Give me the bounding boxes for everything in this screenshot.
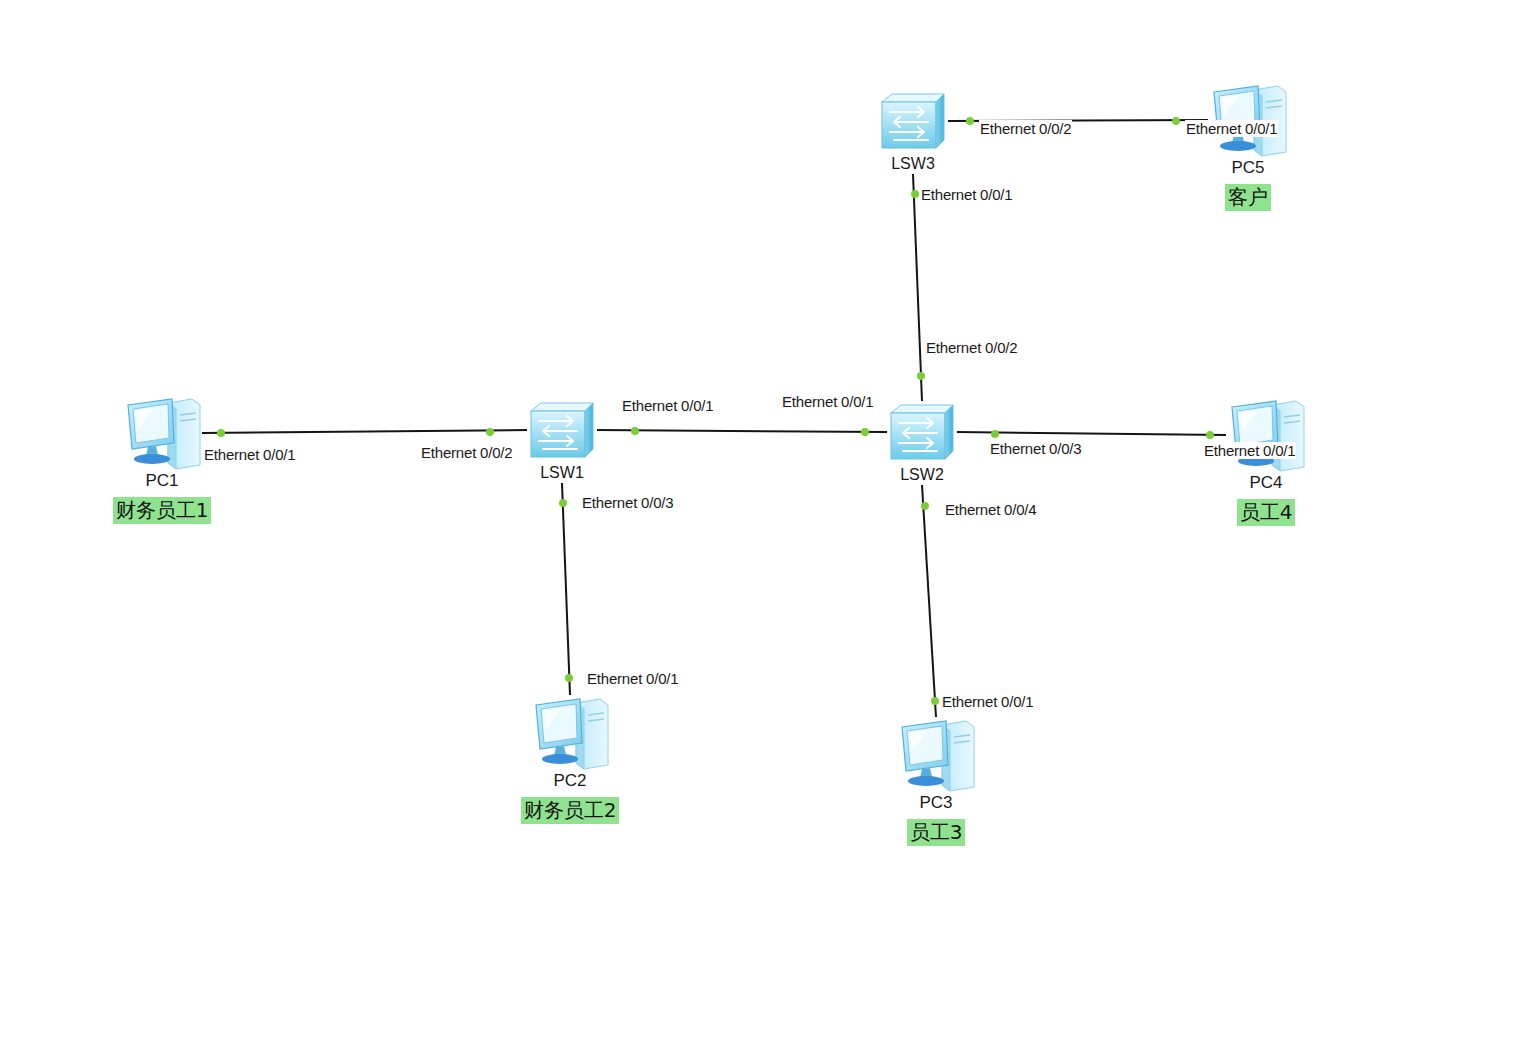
- port-dot: [1206, 431, 1214, 439]
- pc-name: PC3: [896, 793, 976, 813]
- role-tag: 财务员工2: [521, 797, 620, 824]
- pc-name: PC5: [1208, 158, 1288, 178]
- pc-node: PC4员工4: [1226, 397, 1306, 526]
- port-label: Ethernet 0/0/2: [420, 444, 513, 461]
- port-dot: [917, 372, 925, 380]
- port-label: Ethernet 0/0/1: [621, 397, 714, 414]
- role-tag-row: 财务员工2: [530, 797, 610, 824]
- port-label: Ethernet 0/0/1: [941, 693, 1034, 710]
- role-tag: 财务员工1: [113, 497, 212, 524]
- link-line: [202, 430, 527, 433]
- port-dot: [486, 428, 494, 436]
- role-tag: 客户: [1225, 184, 1271, 211]
- pc-node: PC1 财务员工1: [122, 395, 202, 524]
- role-tag-row: 财务员工1: [122, 497, 202, 524]
- port-dot: [991, 430, 999, 438]
- port-dot: [565, 674, 573, 682]
- port-dot: [861, 428, 869, 436]
- port-dot: [217, 429, 225, 437]
- port-dot: [559, 499, 567, 507]
- port-dot: [911, 190, 919, 198]
- port-label: Ethernet 0/0/1: [1203, 442, 1296, 459]
- role-tag-row: 客户: [1208, 184, 1288, 211]
- pc-name: PC1: [122, 471, 202, 491]
- link-line: [913, 174, 922, 401]
- port-label: Ethernet 0/0/2: [979, 120, 1072, 137]
- switch-node: LSW1: [527, 399, 597, 483]
- port-dot: [631, 427, 639, 435]
- switch-name: LSW1: [527, 463, 597, 483]
- pc-node: PC5 客户: [1208, 82, 1288, 211]
- pc-node: PC2 财务员工2: [530, 695, 610, 824]
- port-label: Ethernet 0/0/1: [781, 393, 874, 410]
- port-label: Ethernet 0/0/1: [586, 670, 679, 687]
- port-label: Ethernet 0/0/4: [944, 501, 1037, 518]
- role-tag-row: 员工4: [1226, 499, 1306, 526]
- port-label: Ethernet 0/0/1: [1185, 120, 1278, 137]
- switch-node: LSW3: [878, 90, 948, 174]
- port-label: Ethernet 0/0/2: [925, 339, 1018, 356]
- link-line: [922, 485, 936, 717]
- port-dot: [931, 697, 939, 705]
- switch-icon: [527, 399, 597, 461]
- role-tag-row: 员工3: [896, 819, 976, 846]
- pc-icon: [896, 717, 976, 793]
- switch-icon: [878, 90, 948, 152]
- switch-icon: [887, 401, 957, 463]
- pc-name: PC2: [530, 771, 610, 791]
- link-line: [597, 430, 887, 432]
- port-label: Ethernet 0/0/3: [989, 440, 1082, 457]
- pc-icon: [530, 695, 610, 771]
- port-label: Ethernet 0/0/1: [920, 186, 1013, 203]
- switch-name: LSW3: [878, 154, 948, 174]
- port-dot: [966, 117, 974, 125]
- port-label: Ethernet 0/0/3: [581, 494, 674, 511]
- switch-node: LSW2: [887, 401, 957, 485]
- port-dot: [921, 502, 929, 510]
- pc-name: PC4: [1226, 473, 1306, 493]
- port-label: Ethernet 0/0/1: [203, 446, 296, 463]
- role-tag: 员工4: [1237, 499, 1296, 526]
- switch-name: LSW2: [887, 465, 957, 485]
- pc-node: PC3员工3: [896, 717, 976, 846]
- link-line: [562, 483, 570, 695]
- port-dot: [1172, 117, 1180, 125]
- pc-icon: [1226, 397, 1306, 473]
- role-tag: 员工3: [907, 819, 966, 846]
- pc-icon: [122, 395, 202, 471]
